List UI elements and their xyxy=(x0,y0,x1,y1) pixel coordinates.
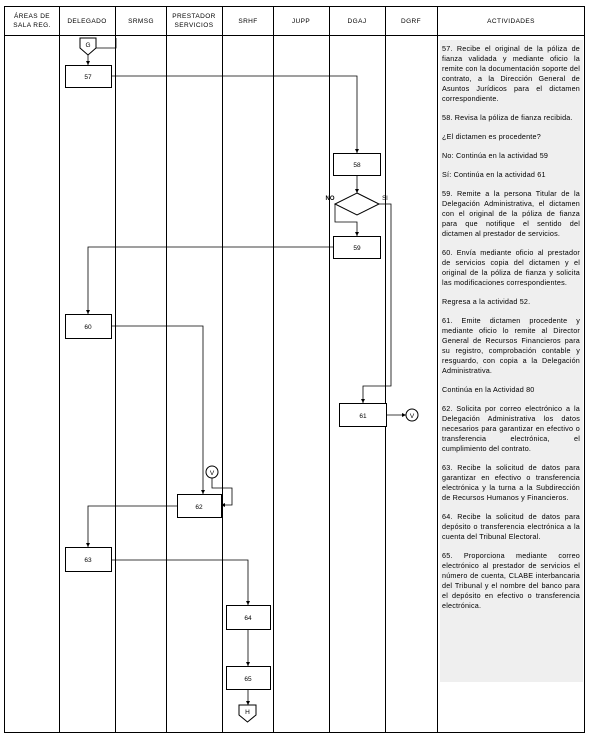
decision-diamond: NO SI xyxy=(326,192,388,216)
svg-text:V: V xyxy=(410,413,415,420)
swimlane-grid xyxy=(4,6,585,733)
flow-si-to-61 xyxy=(361,203,392,403)
process-box-64: 64 xyxy=(226,605,271,630)
svg-text:61: 61 xyxy=(359,413,367,420)
svg-text:64: 64 xyxy=(244,615,252,622)
activities-column: 57. Recibe el original de la póliza de f… xyxy=(440,40,583,682)
connector-v-start-62: V xyxy=(205,465,219,479)
svg-text:V: V xyxy=(210,470,215,477)
connector-h: H xyxy=(238,704,257,723)
svg-text:59: 59 xyxy=(353,245,361,252)
activity-57: 57. Recibe el original de la póliza de f… xyxy=(442,44,580,103)
header-actividades: ACTIVIDADES xyxy=(487,18,535,25)
flow-v-to-62 xyxy=(211,478,233,507)
activity-58: 58. Revisa la póliza de fianza recibida. xyxy=(442,113,573,122)
lane-headers: ÁREAS DE SALA REG. DELEGADO SRMSG PRESTA… xyxy=(13,11,535,29)
decision-no-text: No: Continúa en la actividad 59 xyxy=(442,151,549,160)
flow-g-loop xyxy=(96,38,117,49)
process-box-60: 60 xyxy=(65,314,112,339)
header-srmsg: SRMSG xyxy=(128,18,154,25)
process-box-61: 61 xyxy=(339,403,387,427)
process-box-59: 59 xyxy=(333,236,381,259)
process-box-63: 63 xyxy=(65,547,112,572)
connector-v-end-61: V xyxy=(405,408,419,422)
flow-62-to-63 xyxy=(86,505,177,547)
svg-text:H: H xyxy=(245,709,250,716)
activity-59: 59. Remite a la persona Titular de la De… xyxy=(442,189,580,238)
decision-no-label: NO xyxy=(326,196,335,202)
header-jupp: JUPP xyxy=(292,18,310,25)
process-box-65: 65 xyxy=(226,666,271,690)
decision-question: ¿El dictamen es procedente? xyxy=(442,132,541,141)
process-box-58: 58 xyxy=(333,153,381,176)
header-prestador-line1: PRESTADOR xyxy=(172,13,216,20)
flow-57-to-58 xyxy=(111,75,359,153)
activity-60-return: Regresa a la actividad 52. xyxy=(442,297,531,306)
svg-text:60: 60 xyxy=(84,324,92,331)
svg-text:65: 65 xyxy=(244,676,252,683)
flow-no-to-59 xyxy=(334,204,359,236)
flow-59-to-60 xyxy=(86,246,333,314)
process-box-57: 57 xyxy=(65,65,112,88)
activity-61-continue: Continúa en la Actividad 80 xyxy=(442,385,535,394)
activity-63: 63. Recibe la solicitud de datos para ga… xyxy=(442,463,580,502)
header-dgrf: DGRF xyxy=(401,18,421,25)
header-areas-line1: ÁREAS DE xyxy=(14,11,50,20)
header-srhf: SRHF xyxy=(238,18,257,25)
svg-text:58: 58 xyxy=(353,162,361,169)
header-prestador-line2: SERVICIOS xyxy=(175,22,214,29)
svg-text:57: 57 xyxy=(84,74,92,81)
header-dgaj: DGAJ xyxy=(348,18,367,25)
svg-text:62: 62 xyxy=(195,504,203,511)
activity-60: 60. Envía mediante oficio al prestador d… xyxy=(442,248,580,287)
flow-60-to-62 xyxy=(111,325,205,494)
svg-text:63: 63 xyxy=(84,557,92,564)
activity-62: 62. Solicita por correo electrónico a la… xyxy=(442,404,580,453)
activity-61: 61. Emite dictamen procedente y mediante… xyxy=(442,316,580,375)
decision-si-label: SI xyxy=(382,196,388,202)
process-box-62: 62 xyxy=(177,494,222,518)
connector-g: G xyxy=(79,37,97,56)
header-delegado: DELEGADO xyxy=(67,18,106,25)
flow-63-to-64 xyxy=(111,559,250,605)
header-areas-line2: SALA REG. xyxy=(13,22,51,29)
activity-65: 65. Proporciona mediante correo electrón… xyxy=(442,551,580,610)
activity-64: 64. Recibe la solicitud de datos para de… xyxy=(442,512,580,541)
svg-text:G: G xyxy=(85,42,90,49)
flow-lines xyxy=(86,38,406,705)
decision-si-text: Sí: Continúa en la actividad 61 xyxy=(442,170,546,179)
